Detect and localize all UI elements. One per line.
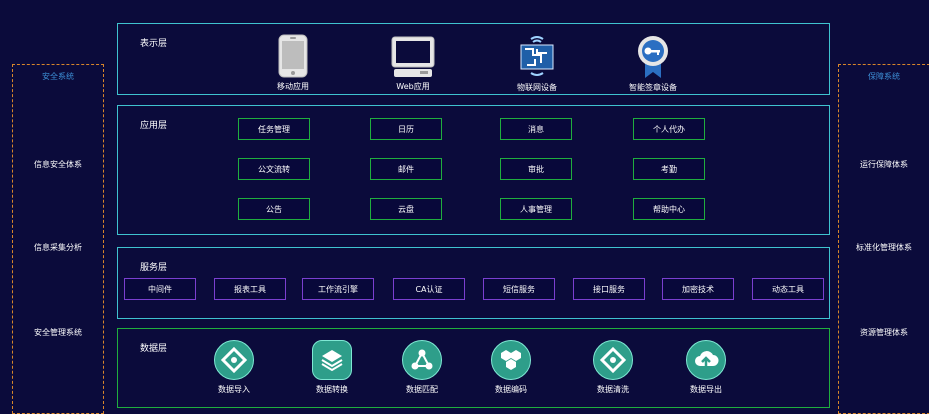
- desktop-computer-icon: [391, 36, 435, 77]
- service-workflow-engine[interactable]: 工作流引擎: [302, 278, 374, 300]
- data-layer: 数据层 数据导入 数据转换 数据匹配 数据编码 数据清洗 数据导出: [117, 328, 830, 408]
- mobile-app-item[interactable]: 移动应用: [248, 34, 338, 92]
- app-announcement[interactable]: 公告: [238, 198, 310, 220]
- mobile-app-label: 移动应用: [277, 82, 309, 91]
- share-nodes-icon: [402, 340, 442, 380]
- iot-device-icon: [520, 36, 554, 76]
- side-item-standardization: 标准化管理体系: [856, 243, 912, 252]
- guarantee-system-title: 保障系统: [868, 72, 900, 81]
- cloud-upload-icon: [686, 340, 726, 380]
- side-item-info-collection: 信息采集分析: [34, 243, 82, 252]
- diamond-link-icon: [214, 340, 254, 380]
- data-convert-label: 数据转换: [316, 385, 348, 394]
- web-app-label: Web应用: [396, 82, 430, 91]
- application-layer-title: 应用层: [140, 121, 168, 131]
- security-system-title: 安全系统: [42, 72, 74, 81]
- smart-seal-label: 智能签章设备: [629, 83, 677, 92]
- service-ca-auth[interactable]: CA认证: [393, 278, 465, 300]
- data-export-label: 数据导出: [690, 385, 722, 394]
- data-clean-label: 数据清洗: [597, 385, 629, 394]
- side-item-info-security: 信息安全体系: [34, 160, 82, 169]
- app-calendar[interactable]: 日历: [370, 118, 442, 140]
- application-layer: 应用层 任务管理 日历 消息 个人代办 公文流转 邮件 审批 考勤 公告 云盘 …: [117, 105, 830, 235]
- app-cloud-drive[interactable]: 云盘: [370, 198, 442, 220]
- service-layer-title: 服务层: [140, 263, 168, 273]
- web-app-item[interactable]: Web应用: [368, 36, 458, 92]
- presentation-layer-title: 表示层: [140, 39, 168, 49]
- app-mail[interactable]: 邮件: [370, 158, 442, 180]
- security-system-panel: 安全系统 信息安全体系 信息采集分析 安全管理系统: [12, 64, 104, 414]
- app-attendance[interactable]: 考勤: [633, 158, 705, 180]
- key-badge-icon: [638, 36, 668, 78]
- mobile-phone-icon: [278, 34, 308, 78]
- app-personal-todo[interactable]: 个人代办: [633, 118, 705, 140]
- side-item-resource-management: 资源管理体系: [860, 328, 908, 337]
- guarantee-system-panel: 保障系统 运行保障体系 标准化管理体系 资源管理体系: [838, 64, 929, 414]
- app-messages[interactable]: 消息: [500, 118, 572, 140]
- data-encode-item[interactable]: 数据编码: [466, 340, 556, 395]
- data-encode-label: 数据编码: [495, 385, 527, 394]
- app-help-center[interactable]: 帮助中心: [633, 198, 705, 220]
- diamond-link-icon: [593, 340, 633, 380]
- presentation-layer: 表示层 移动应用 Web应用 物联网设备: [117, 23, 830, 95]
- side-item-security-management: 安全管理系统: [34, 328, 82, 337]
- data-import-item[interactable]: 数据导入: [189, 340, 279, 395]
- service-encryption[interactable]: 加密技术: [662, 278, 734, 300]
- service-interface[interactable]: 接口服务: [573, 278, 645, 300]
- data-layer-title: 数据层: [140, 344, 168, 354]
- data-import-label: 数据导入: [218, 385, 250, 394]
- service-report-tool[interactable]: 报表工具: [214, 278, 286, 300]
- app-approval[interactable]: 审批: [500, 158, 572, 180]
- iot-device-item[interactable]: 物联网设备: [492, 35, 582, 93]
- smart-seal-item[interactable]: 智能签章设备: [608, 35, 698, 93]
- data-match-item[interactable]: 数据匹配: [377, 340, 467, 395]
- app-hr-management[interactable]: 人事管理: [500, 198, 572, 220]
- data-export-item[interactable]: 数据导出: [661, 340, 751, 395]
- service-layer: 服务层 中间件 报表工具 工作流引擎 CA认证 短信服务 接口服务 加密技术 动…: [117, 247, 830, 319]
- data-clean-item[interactable]: 数据清洗: [568, 340, 658, 395]
- service-dynamic-tool[interactable]: 动态工具: [752, 278, 824, 300]
- honeycomb-icon: [491, 340, 531, 380]
- layers-icon: [312, 340, 352, 380]
- iot-device-label: 物联网设备: [517, 83, 557, 92]
- side-item-operation-guarantee: 运行保障体系: [860, 160, 908, 169]
- app-task-management[interactable]: 任务管理: [238, 118, 310, 140]
- app-document-flow[interactable]: 公文流转: [238, 158, 310, 180]
- data-match-label: 数据匹配: [406, 385, 438, 394]
- service-sms[interactable]: 短信服务: [483, 278, 555, 300]
- data-convert-item[interactable]: 数据转换: [287, 340, 377, 395]
- service-middleware[interactable]: 中间件: [124, 278, 196, 300]
